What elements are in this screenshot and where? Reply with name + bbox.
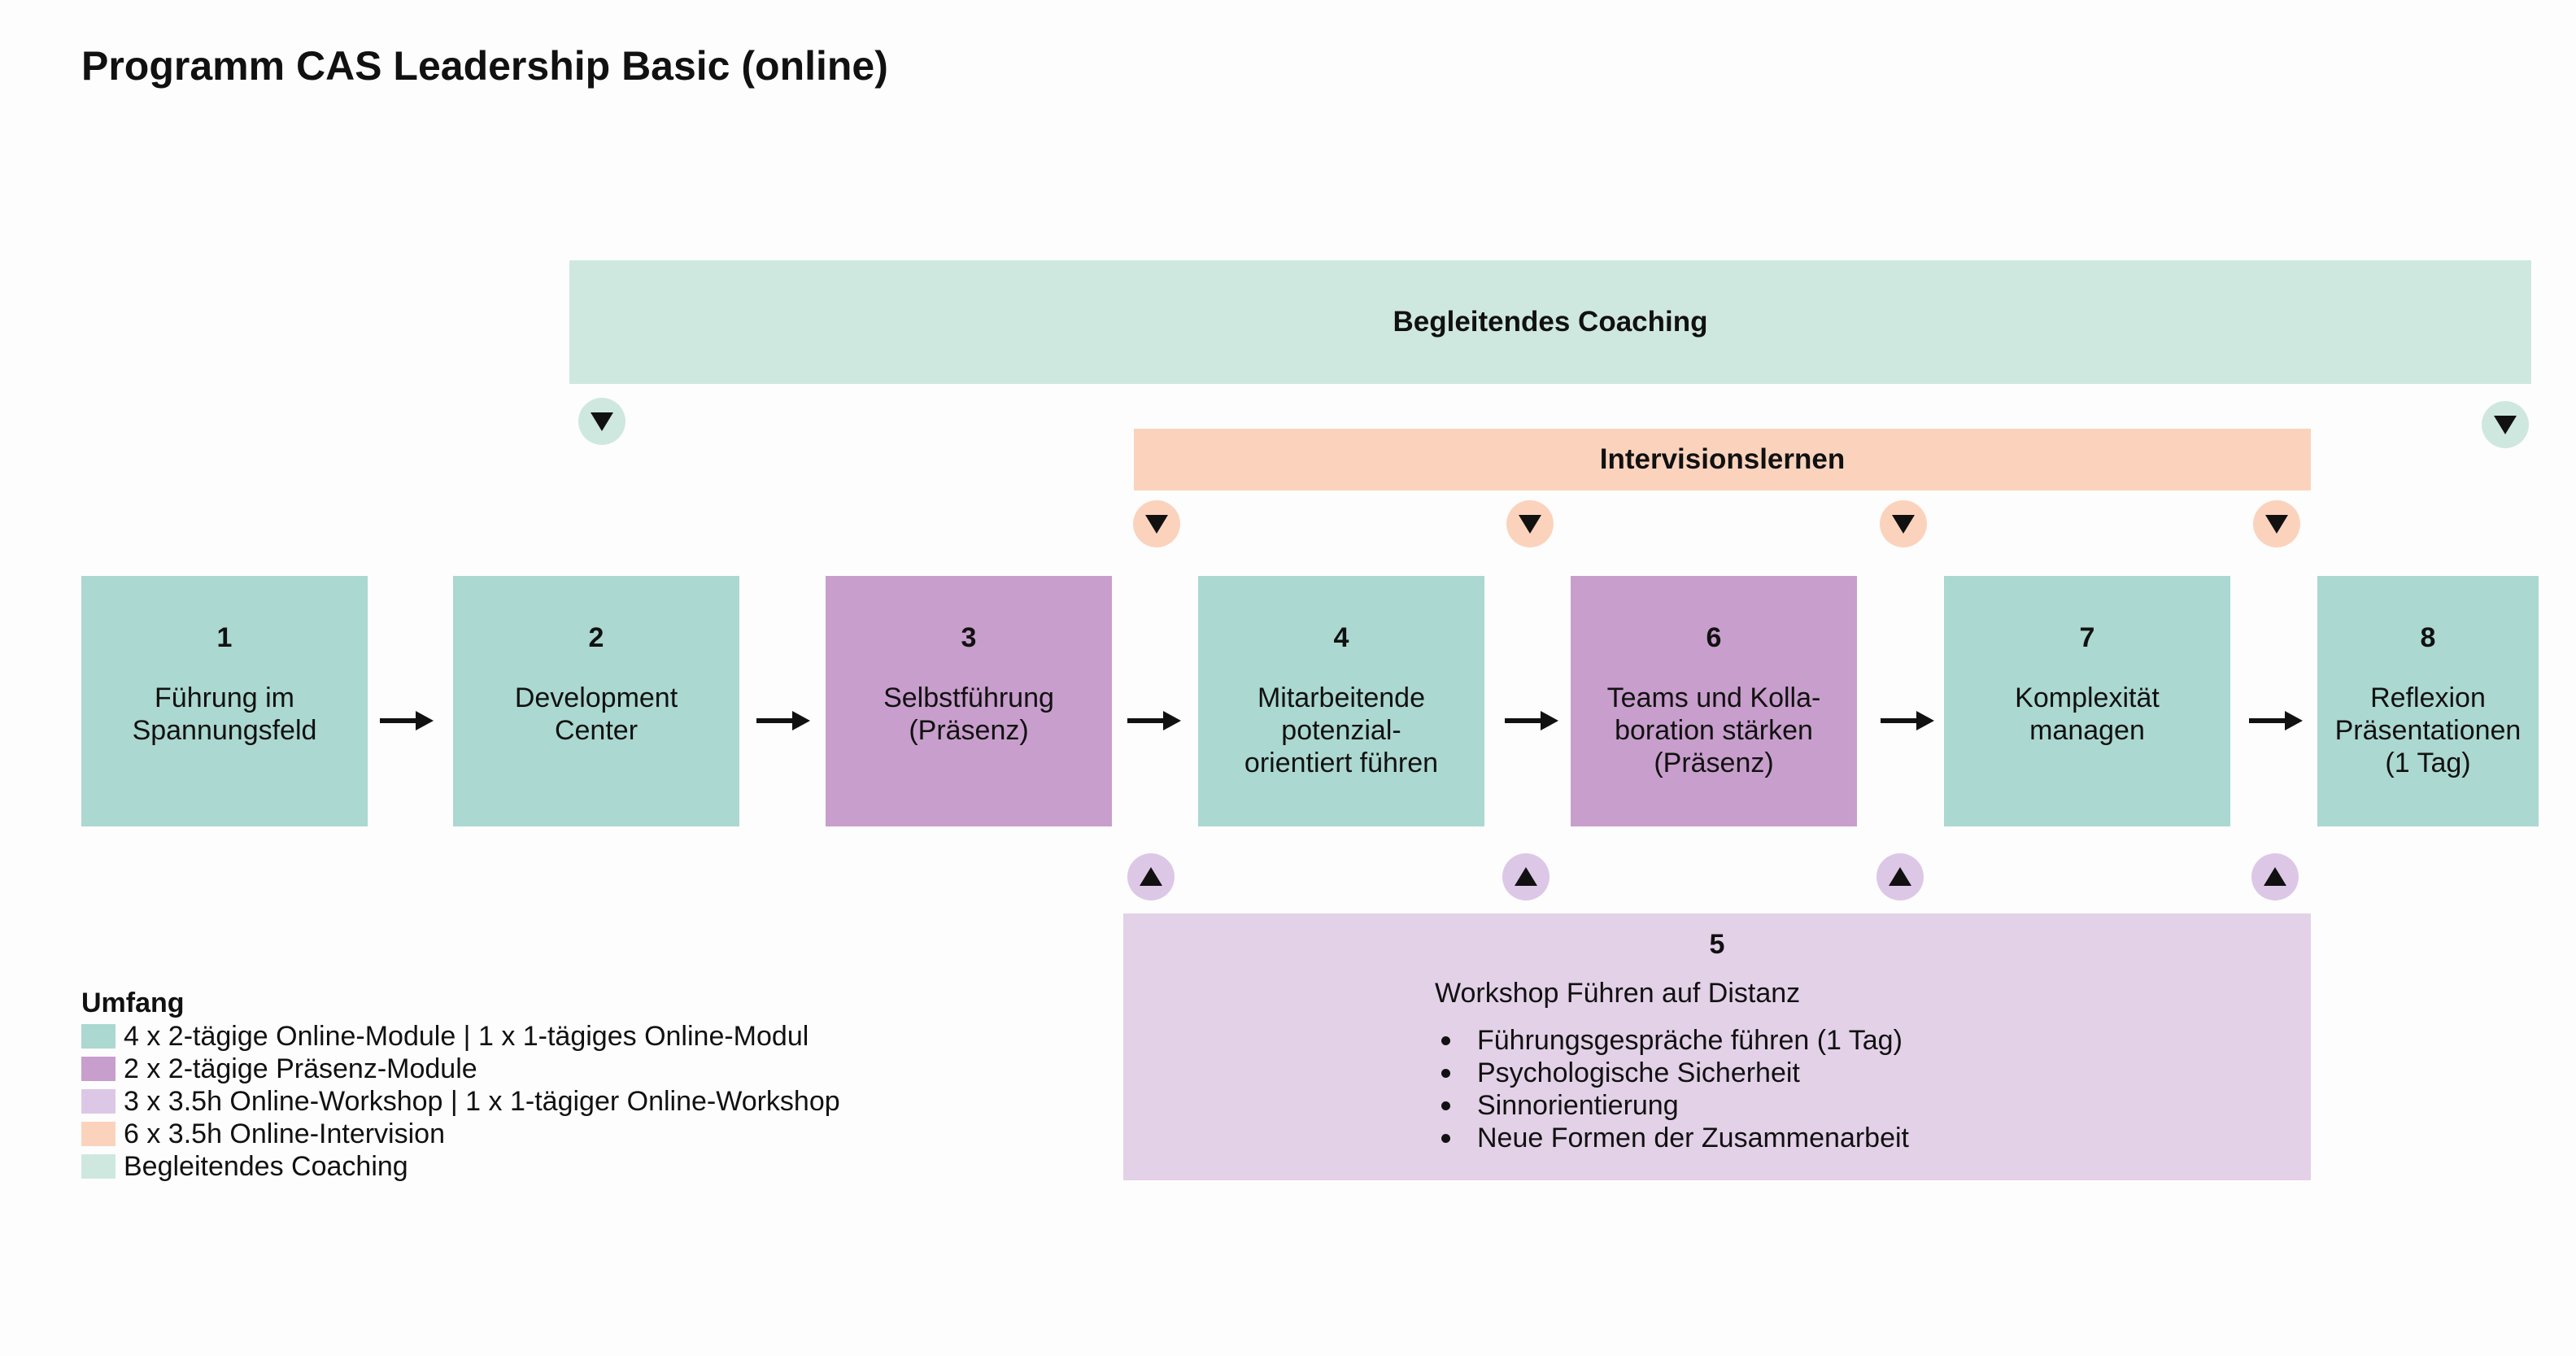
module-number: 2	[588, 622, 604, 653]
module-8: 8 Reflexion Präsentationen (1 Tag)	[2317, 576, 2539, 826]
arrow-right-icon	[380, 711, 434, 730]
module-label: Reflexion Präsentationen (1 Tag)	[2334, 682, 2522, 778]
legend-swatch	[81, 1089, 116, 1114]
intervision-label: Intervisionslernen	[1599, 443, 1846, 475]
triangle-down-icon	[2494, 416, 2517, 434]
legend-item: 3 x 3.5h Online-Workshop | 1 x 1-tägiger…	[81, 1085, 840, 1118]
legend-item: Begleitendes Coaching	[81, 1150, 840, 1183]
module-label: Führung im Spannungsfeld	[132, 682, 317, 746]
module-7: 7 Komplexität managen	[1944, 576, 2230, 826]
module-number: 1	[216, 622, 233, 653]
workshop-title: Workshop Führen auf Distanz	[1435, 978, 1801, 1009]
module-2: 2 Development Center	[453, 576, 739, 826]
arrow-right-icon	[756, 711, 810, 730]
legend-swatch	[81, 1154, 116, 1179]
workshop-marker	[2251, 853, 2299, 900]
workshop-box: 5 Workshop Führen auf Distanz Führungsge…	[1123, 913, 2311, 1180]
legend-label: 3 x 3.5h Online-Workshop | 1 x 1-tägiger…	[124, 1085, 840, 1117]
workshop-number: 5	[1709, 929, 1725, 960]
intervision-marker	[1880, 500, 1927, 547]
legend-swatch	[81, 1122, 116, 1146]
coaching-start-marker	[578, 398, 625, 445]
triangle-up-icon	[1889, 867, 1911, 886]
intervision-marker	[2253, 500, 2300, 547]
workshop-marker	[1876, 853, 1924, 900]
module-4: 4 Mitarbeitende potenzial- orientiert fü…	[1198, 576, 1484, 826]
intervision-band: Intervisionslernen	[1134, 429, 2311, 491]
module-6: 6 Teams und Kolla- boration stärken (Prä…	[1571, 576, 1857, 826]
legend-label: 6 x 3.5h Online-Intervision	[124, 1118, 445, 1149]
module-number: 3	[961, 622, 977, 653]
coaching-label: Begleitendes Coaching	[1393, 306, 1708, 338]
module-number: 4	[1333, 622, 1349, 653]
module-1: 1 Führung im Spannungsfeld	[81, 576, 368, 826]
workshop-marker	[1127, 853, 1175, 900]
legend-label: 2 x 2-tägige Präsenz-Module	[124, 1053, 477, 1084]
legend-item: 4 x 2-tägige Online-Module | 1 x 1-tägig…	[81, 1020, 840, 1053]
legend-item: 6 x 3.5h Online-Intervision	[81, 1118, 840, 1150]
workshop-topic: Psychologische Sicherheit	[1435, 1057, 2311, 1089]
workshop-topic: Neue Formen der Zusammenarbeit	[1435, 1122, 2311, 1154]
triangle-up-icon	[1140, 867, 1162, 886]
module-3: 3 Selbstführung (Präsenz)	[826, 576, 1112, 826]
legend-item: 2 x 2-tägige Präsenz-Module	[81, 1053, 840, 1085]
legend-swatch	[81, 1024, 116, 1049]
triangle-down-icon	[1519, 515, 1541, 534]
module-label: Development Center	[514, 682, 678, 746]
triangle-down-icon	[591, 412, 613, 431]
arrow-right-icon	[1881, 711, 1934, 730]
triangle-up-icon	[1515, 867, 1537, 886]
page-title: Programm CAS Leadership Basic (online)	[81, 43, 888, 89]
coaching-band: Begleitendes Coaching	[569, 260, 2531, 384]
legend-swatch	[81, 1057, 116, 1081]
arrow-right-icon	[1505, 711, 1558, 730]
workshop-topic: Sinnorientierung	[1435, 1089, 2311, 1122]
intervision-marker	[1506, 500, 1554, 547]
module-label: Teams und Kolla- boration stärken (Präse…	[1606, 682, 1821, 778]
legend-label: Begleitendes Coaching	[124, 1150, 408, 1182]
triangle-up-icon	[2264, 867, 2286, 886]
workshop-topic: Führungsgespräche führen (1 Tag)	[1435, 1024, 2311, 1057]
triangle-down-icon	[2265, 515, 2288, 534]
module-label: Komplexität managen	[2015, 682, 2160, 746]
legend: Umfang 4 x 2-tägige Online-Module | 1 x …	[81, 986, 840, 1183]
arrow-right-icon	[1127, 711, 1181, 730]
module-label: Selbstführung (Präsenz)	[883, 682, 1054, 746]
module-number: 6	[1706, 622, 1722, 653]
legend-label: 4 x 2-tägige Online-Module | 1 x 1-tägig…	[124, 1020, 809, 1052]
module-label: Mitarbeitende potenzial- orientiert führ…	[1244, 682, 1439, 778]
coaching-end-marker	[2482, 401, 2529, 448]
module-number: 8	[2420, 622, 2436, 653]
triangle-down-icon	[1145, 515, 1168, 534]
arrow-right-icon	[2249, 711, 2303, 730]
intervision-marker	[1133, 500, 1180, 547]
workshop-topic-list: Führungsgespräche führen (1 Tag) Psychol…	[1123, 1024, 2311, 1154]
triangle-down-icon	[1892, 515, 1915, 534]
workshop-marker	[1502, 853, 1550, 900]
legend-title: Umfang	[81, 988, 185, 1018]
module-number: 7	[2079, 622, 2095, 653]
